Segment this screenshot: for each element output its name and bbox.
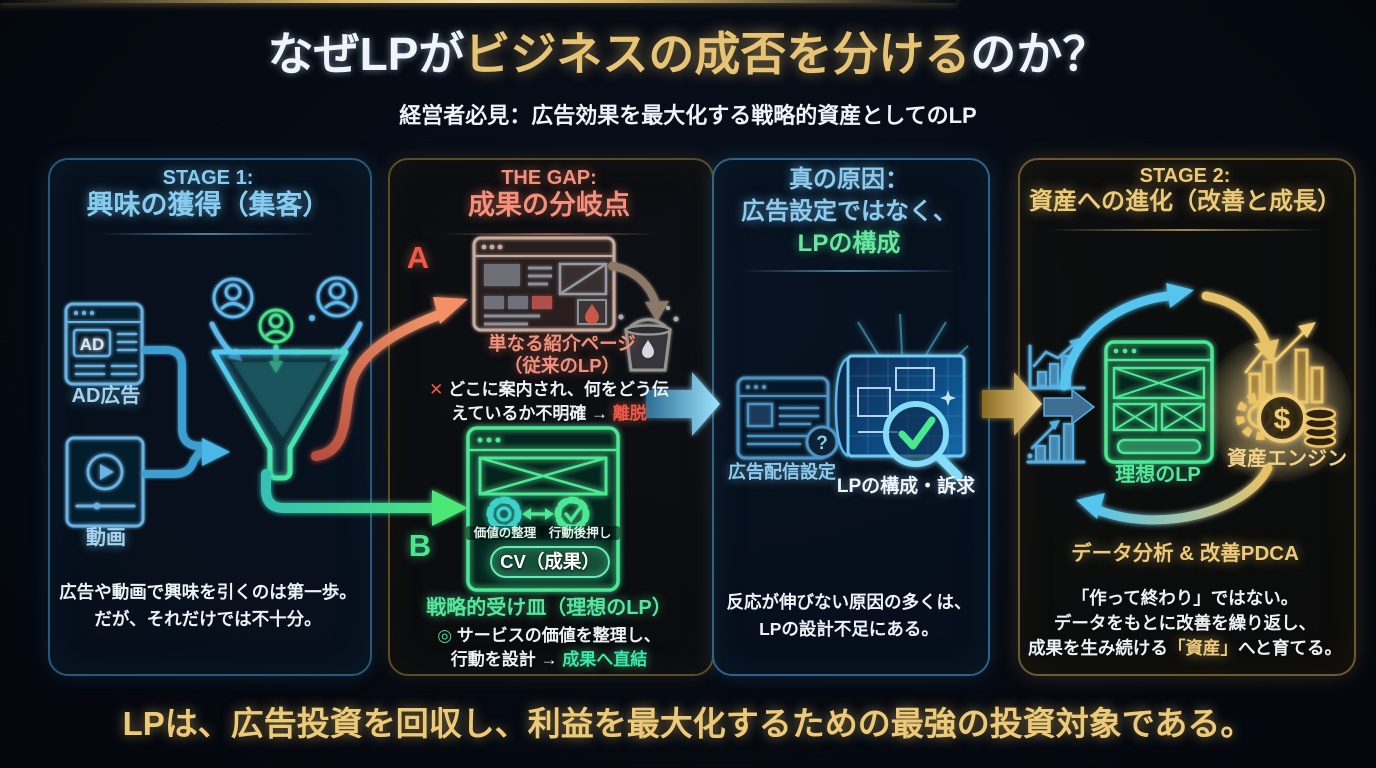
video-label: 動画 [86, 527, 126, 549]
cause-heading-highlight: LPの構成 [797, 230, 901, 257]
stage2-kicker: STAGE 2: [1139, 165, 1231, 187]
title-pre: なぜLPが [267, 28, 465, 80]
stage1-heading: 興味の獲得（集客） [86, 190, 330, 220]
stage2-summary-line3: 成果を生み続ける「資産」へと育てる。 [1018, 638, 1352, 658]
asset-engine-label: 資産エンジン [1227, 448, 1347, 470]
bad-lp-caption-line2: （従来のLP） [503, 355, 621, 376]
cause-summary-line1: 反応が伸びない原因の多くは、 [726, 592, 972, 612]
branch-b-label: B [408, 528, 432, 563]
bad-point-line2: えているか不明確 → 離脱 [390, 404, 708, 424]
cross-mark-icon: ✕ [429, 380, 444, 399]
stage2-summary-line2: データをもとに改善を繰り返し、 [1053, 613, 1317, 633]
good-point-line2: 行動を設計 → 成果へ直結 [390, 650, 708, 670]
pdca-cycle-label: データ分析 & 改善PDCA [1071, 542, 1299, 565]
good-lp-caption: 戦略的受け皿（理想のLP） [426, 597, 672, 619]
stage1-kicker: STAGE 1: [162, 167, 254, 189]
title-post: のか？ [970, 28, 1109, 80]
cause-heading-line2: 広告設定ではなく、 [741, 198, 957, 225]
ad-settings-label: 広告配信設定 [728, 462, 836, 482]
cv-button: CV（成果） [490, 546, 610, 578]
good-point-line1: ◎ サービスの価値を整理し、 [390, 626, 708, 646]
stage1-summary-line1: 広告や動画で興味を引くのは第一歩。 [59, 582, 357, 602]
bad-lp-caption-line1: 単なる紹介ページ [488, 333, 636, 354]
summary3-pre: 成果を生み続ける [1027, 638, 1168, 658]
ad-label: AD広告 [71, 385, 141, 407]
bad-point-line1: ✕ どこに案内され、何をどう伝 [390, 380, 708, 400]
cause-divider [740, 270, 958, 272]
good-point-text2: 行動を設計 → [450, 650, 563, 669]
circle-mark-icon: ◎ [437, 626, 453, 645]
footer-statement: LPは、広告投資を回収し、利益を最大化するための最強の投資対象である。 [122, 705, 1254, 742]
gap-kicker: THE GAP: [501, 167, 597, 189]
stage2-summary-line1: 「作って終わり」ではない。 [1071, 588, 1299, 608]
bad-point-text1: どこに案内され、何をどう伝 [448, 380, 669, 399]
branch-a-label: A [406, 240, 430, 275]
stage2-divider [1048, 229, 1322, 231]
lp-structure-label: LPの構成・訴求 [836, 476, 976, 497]
gear-left-label: 価値の整理 [466, 526, 544, 541]
cause-summary-line2: LPの設計不足にある。 [759, 619, 939, 639]
stage2-heading: 資産への進化（改善と成長） [1029, 188, 1341, 215]
gap-divider [440, 233, 658, 235]
summary3-post: へと育てる。 [1237, 638, 1343, 658]
gear-right-label: 行動後押し [540, 526, 620, 541]
summary3-highlight: 「資産」 [1167, 638, 1238, 658]
gap-heading: 成果の分岐点 [468, 190, 630, 220]
title-highlight: ビジネスの成否を分ける [464, 28, 971, 80]
stage1-summary-line2: だが、それだけでは不十分。 [94, 609, 322, 629]
bad-point-text2: えているか不明確 → [451, 404, 613, 423]
title-divider [0, 0, 956, 3]
bad-point-highlight: 離脱 [612, 404, 647, 423]
cause-heading-line1: 真の原因： [789, 166, 909, 193]
ideal-lp-label: 理想のLP [1115, 464, 1201, 486]
good-point-highlight: 成果へ直結 [562, 650, 648, 669]
page-title: なぜLPがビジネスの成否を分けるのか？ [0, 28, 1376, 81]
page-subtitle: 経営者必見：広告効果を最大化する戦略的資産としてのLP [399, 103, 977, 128]
stage1-divider [100, 233, 316, 235]
good-point-text1: サービスの価値を整理し、 [456, 626, 661, 645]
